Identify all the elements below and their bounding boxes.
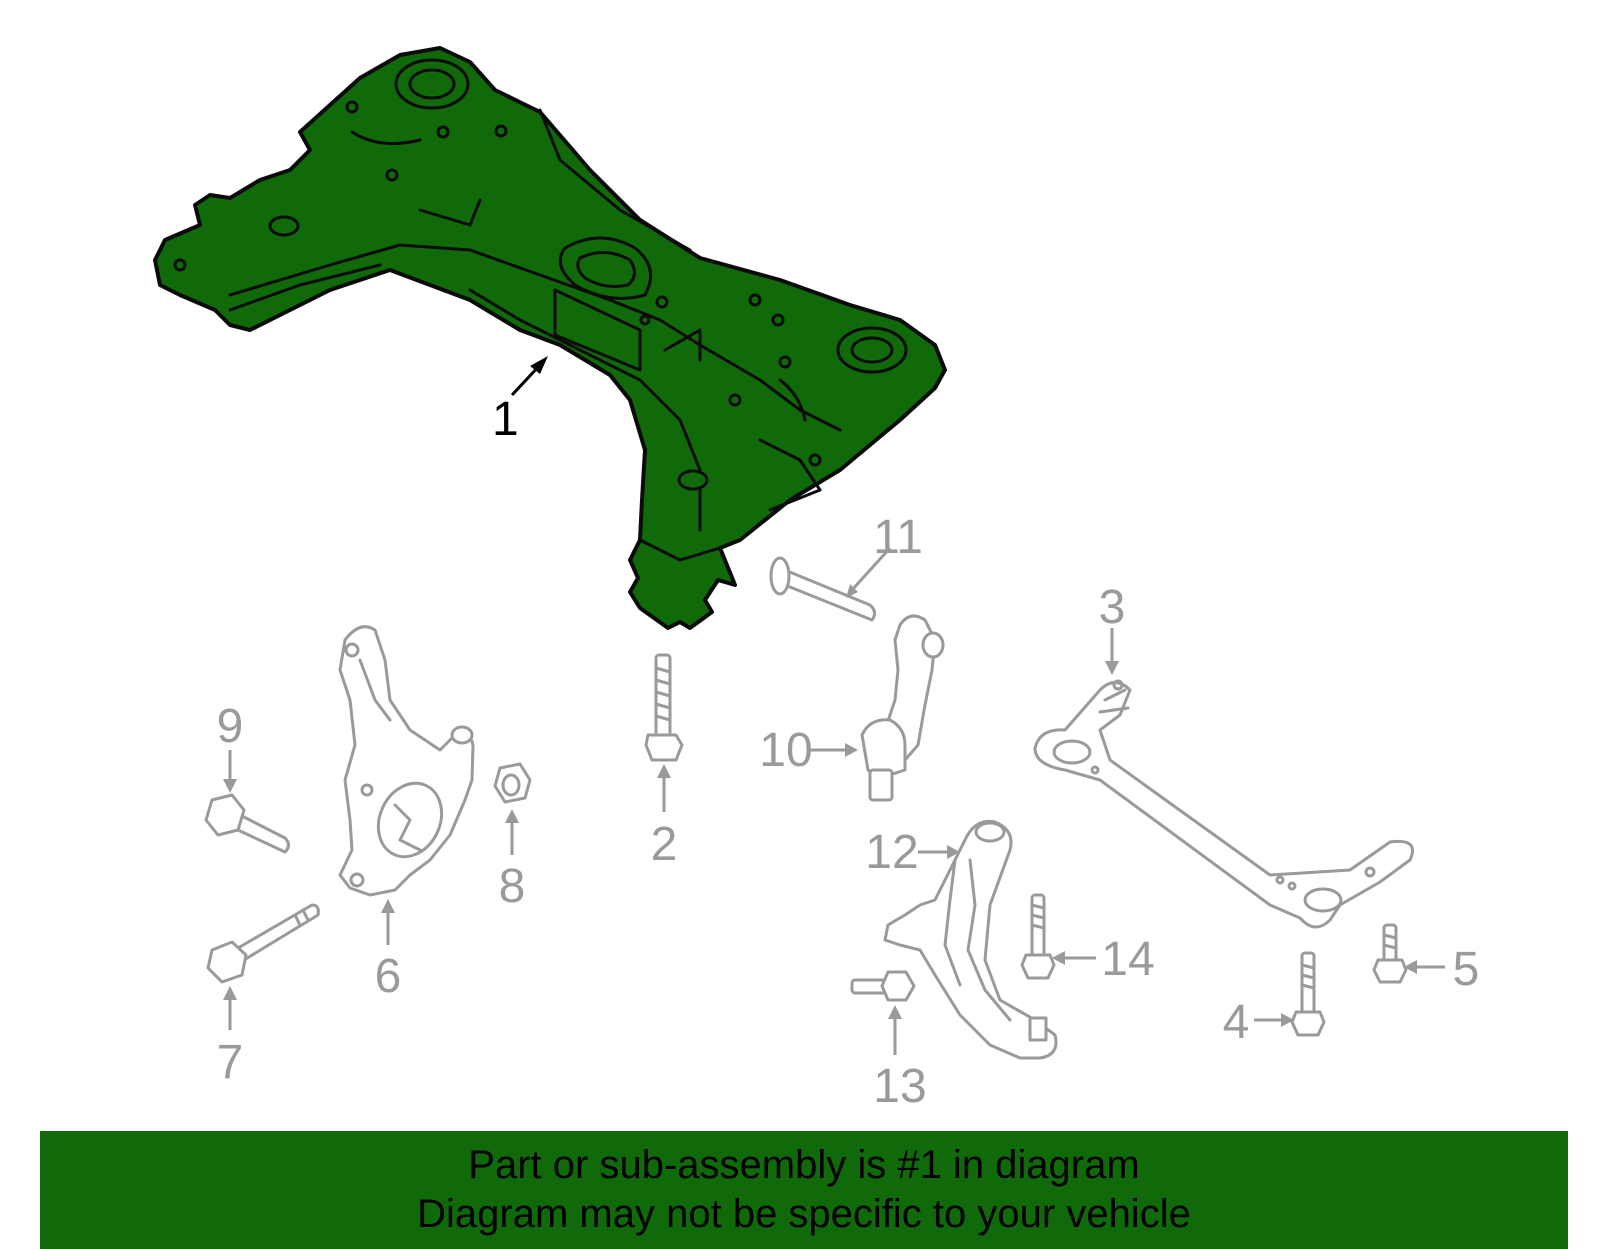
callout-label-8: 8 (499, 860, 526, 913)
banner-line-1: Part or sub-assembly is #1 in diagram (468, 1143, 1140, 1187)
knuckle-part-6[interactable]: 6 (338, 625, 475, 1003)
callout-label-12: 12 (865, 826, 918, 879)
callout-label-7: 7 (217, 1036, 244, 1089)
subframe-part-1[interactable] (153, 46, 947, 630)
banner-line-2: Diagram may not be specific to your vehi… (417, 1192, 1191, 1236)
callout-label-4: 4 (1223, 996, 1250, 1049)
bolt-part-7[interactable]: 7 (206, 903, 320, 1089)
callout-label-2: 2 (651, 818, 678, 871)
bolt-part-13[interactable]: 13 (850, 970, 927, 1113)
bolt-part-2[interactable]: 2 (644, 653, 684, 871)
nut-part-8[interactable]: 8 (493, 762, 532, 913)
callout-label-13: 13 (873, 1060, 926, 1113)
bolt-part-5[interactable]: 5 (1372, 923, 1480, 996)
callout-label-3: 3 (1099, 581, 1126, 634)
bolt-part-9[interactable]: 9 (204, 700, 290, 854)
callout-label-14: 14 (1101, 933, 1154, 986)
callout-label-6: 6 (375, 950, 402, 1003)
callout-label-9: 9 (217, 700, 244, 753)
control-arm-part-12[interactable]: 12 (865, 819, 1058, 1060)
member-part-3[interactable]: 3 (1033, 581, 1414, 929)
callout-1[interactable]: 1 (492, 356, 548, 446)
bracket-part-10[interactable]: 10 (759, 614, 945, 802)
pin-part-11[interactable]: 11 (769, 511, 923, 622)
bolt-part-4[interactable]: 4 (1223, 951, 1326, 1049)
callout-label-5: 5 (1453, 943, 1480, 996)
callout-label-1: 1 (492, 393, 519, 446)
bolt-part-14[interactable]: 14 (1020, 893, 1155, 986)
info-banner: Part or sub-assembly is #1 in diagram Di… (40, 1131, 1568, 1249)
callout-label-11: 11 (873, 511, 923, 564)
callout-label-10: 10 (759, 724, 812, 777)
